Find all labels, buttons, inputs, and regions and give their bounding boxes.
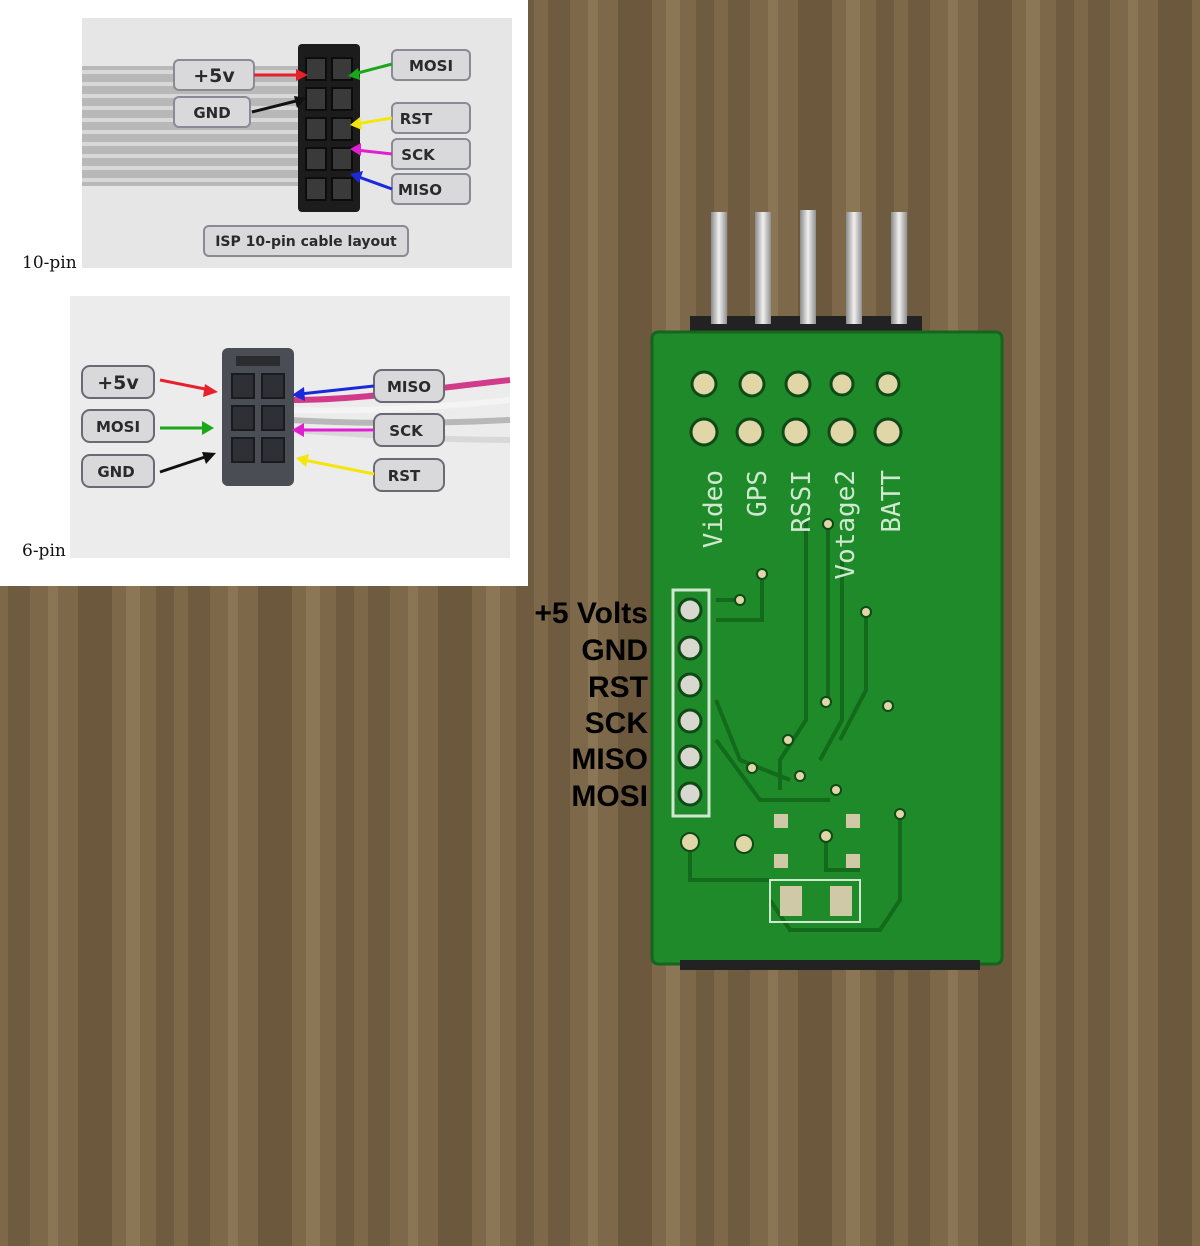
isp-label-sck: SCK — [585, 707, 649, 740]
ten-pin-inset: +5v GND MOSI RST SCK MISO — [0, 0, 528, 278]
ten-pin-label-5v: +5v — [193, 65, 235, 87]
isp-label-mosi: MOSI — [571, 780, 648, 813]
ten-pin-label-gnd: GND — [193, 104, 230, 122]
silk-video: Video — [699, 470, 729, 548]
six-pin-label-mosi: MOSI — [96, 418, 140, 436]
six-pin-label-gnd: GND — [97, 463, 134, 481]
smd-pads — [774, 814, 860, 916]
isp-pin-labels: +5 Volts GND RST SCK MISO MOSI — [534, 597, 648, 813]
six-pin-label-sck: SCK — [389, 422, 424, 440]
ten-pin-arrows — [251, 62, 393, 191]
six-pin-label-5v: +5v — [97, 372, 139, 394]
pcb-board: Video GPS RSSI Votage2 BATT — [650, 210, 1004, 970]
ten-pin-title: ISP 10-pin cable layout — [215, 234, 397, 250]
isp-label-gnd: GND — [581, 634, 648, 667]
six-pin-inset: +5v MOSI GND MISO SCK RST — [0, 278, 528, 586]
ten-pin-left-labels: +5v GND — [173, 59, 255, 128]
six-pin-label-rst: RST — [388, 467, 421, 485]
ten-pin-label-miso: MISO — [398, 181, 442, 199]
ten-pin-connector — [298, 44, 360, 212]
silk-gps: GPS — [743, 470, 773, 517]
six-pin-label-miso: MISO — [387, 378, 431, 396]
ten-pin-label-sck: SCK — [401, 146, 436, 164]
header-pads — [689, 370, 903, 447]
ten-pin-label-rst: RST — [400, 110, 433, 128]
isp-label-rst: RST — [588, 671, 648, 704]
ten-pin-right-labels: MOSI RST SCK MISO — [391, 49, 471, 205]
isp-pad-header — [671, 588, 711, 818]
ten-pin-caption: 10-pin — [22, 253, 77, 273]
silk-rssi: RSSI — [787, 470, 817, 533]
silk-votage2: Votage2 — [831, 470, 861, 580]
ten-pin-label-mosi: MOSI — [409, 57, 453, 75]
six-pin-right-labels: MISO SCK RST — [373, 369, 445, 492]
silkscreen-labels: Video GPS RSSI Votage2 BATT — [699, 470, 907, 580]
isp-label-miso: MISO — [571, 743, 648, 776]
six-pin-arrows — [159, 378, 375, 476]
pcb-vias — [680, 518, 906, 854]
six-pin-connector — [222, 348, 294, 486]
isp-label-5v: +5 Volts — [534, 597, 648, 630]
six-pin-left-labels: +5v MOSI GND — [81, 365, 155, 488]
silk-batt: BATT — [877, 470, 907, 533]
six-pin-caption: 6-pin — [22, 541, 66, 561]
